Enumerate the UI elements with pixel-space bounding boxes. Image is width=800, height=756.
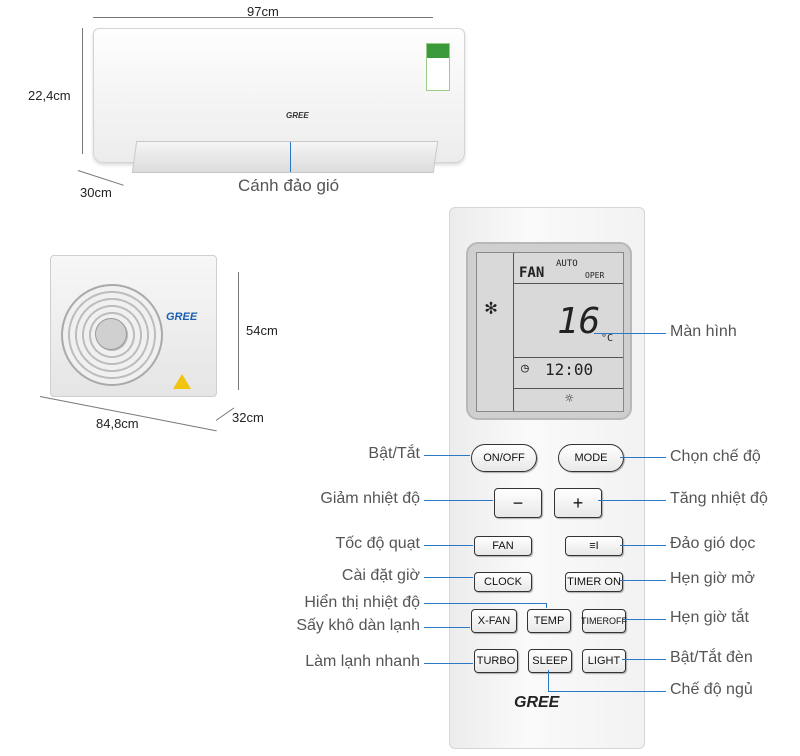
label-screen: Màn hình [670, 323, 737, 340]
label-clock: Cài đặt giờ [341, 567, 420, 584]
sleep-button[interactable]: SLEEP [528, 649, 572, 673]
onoff-button[interactable]: ON/OFF [471, 444, 537, 472]
label-onoff: Bật/Tắt [368, 445, 420, 462]
temp-up-button[interactable]: + [554, 488, 602, 518]
label-mode: Chọn chế độ [670, 448, 761, 465]
label-timer-off: Hẹn giờ tắt [670, 609, 749, 626]
lcd-time: 12:00 [545, 360, 594, 379]
label-turbo: Làm lạnh nhanh [305, 653, 420, 670]
air-flap-label: Cánh đảo gió [238, 176, 340, 195]
indoor-width-line [93, 17, 433, 18]
callout-line-light [622, 659, 666, 660]
clock-icon: ◷ [521, 361, 529, 376]
indoor-depth-label: 30cm [80, 185, 112, 200]
outdoor-height-line [238, 272, 239, 390]
outdoor-unit: GREE [50, 255, 217, 397]
callout-line-timer-off [623, 619, 666, 620]
outdoor-height-label: 54cm [246, 323, 278, 338]
callout-line-timer-on [620, 580, 666, 581]
indoor-depth-line [77, 170, 124, 186]
clock-button[interactable]: CLOCK [474, 572, 532, 592]
callout-line-temp-drop [546, 603, 547, 608]
warning-icon [173, 374, 191, 389]
outdoor-width-label: 84,8cm [96, 416, 139, 431]
label-temp-down: Giảm nhiệt độ [320, 490, 420, 507]
remote-brand-logo: GREE [514, 694, 560, 711]
callout-line-turbo [424, 663, 473, 664]
temp-down-button[interactable]: − [494, 488, 542, 518]
snowflake-icon: ✻ [485, 295, 498, 319]
fan-button[interactable]: FAN [474, 536, 532, 556]
label-temp-up: Tăng nhiệt độ [670, 490, 768, 507]
callout-line-mode [620, 457, 666, 458]
indoor-brand-logo: GREE [286, 111, 309, 120]
light-button[interactable]: LIGHT [582, 649, 626, 673]
fan-hub [95, 318, 127, 350]
callout-line-fan [424, 545, 473, 546]
indoor-unit: GREE [93, 28, 465, 173]
callout-line-sleep [548, 691, 666, 692]
callout-line-sleep-drop [548, 670, 549, 691]
timer-on-button[interactable]: TIMER ON [565, 572, 623, 592]
label-xfan: Sấy khô dàn lạnh [296, 617, 420, 634]
swing-button[interactable]: ≡I [565, 536, 623, 556]
xfan-button[interactable]: X-FAN [471, 609, 517, 633]
indoor-height-label: 22,4cm [28, 88, 71, 103]
indoor-width-label: 97cm [247, 4, 279, 19]
lcd-temperature: 16 [557, 301, 601, 342]
label-show-temp: Hiển thị nhiệt độ [304, 594, 420, 611]
air-flap [131, 141, 439, 173]
callout-line-onoff [424, 455, 470, 456]
callout-line-temp [424, 603, 546, 604]
lcd-auto: AUTO [556, 259, 578, 269]
callout-line-swing [620, 545, 666, 546]
label-fan-speed: Tốc độ quạt [335, 535, 421, 552]
remote-screen: FAN AUTO OPER ✻ 16 °C ◷ 12:00 ☼ [466, 242, 632, 420]
callout-line-temp-up [598, 500, 666, 501]
outdoor-depth-label: 32cm [232, 410, 264, 425]
turbo-button[interactable]: TURBO [474, 649, 518, 673]
flap-pointer-line [290, 142, 291, 172]
energy-label-sticker [426, 43, 450, 91]
callout-line-clock [424, 577, 473, 578]
remote-control: FAN AUTO OPER ✻ 16 °C ◷ 12:00 ☼ ON/OFF M… [449, 207, 645, 749]
mode-button[interactable]: MODE [558, 444, 624, 472]
temp-button[interactable]: TEMP [527, 609, 571, 633]
outdoor-brand-logo: GREE [166, 311, 198, 323]
callout-line-screen [594, 333, 666, 334]
callout-line-xfan [424, 627, 470, 628]
lcd-display: FAN AUTO OPER ✻ 16 °C ◷ 12:00 ☼ [476, 252, 624, 412]
callout-line-temp-down [424, 500, 493, 501]
timer-off-button[interactable]: TIMEROFF [581, 609, 627, 633]
label-swing: Đảo gió dọc [670, 535, 756, 552]
lcd-fan: FAN [519, 265, 545, 281]
indoor-height-line [82, 28, 83, 154]
label-timer-on: Hẹn giờ mở [670, 570, 756, 587]
label-light: Bật/Tắt đèn [670, 649, 753, 666]
label-sleep: Chế độ ngủ [670, 681, 753, 698]
light-icon: ☼ [565, 391, 574, 407]
lcd-oper: OPER [585, 271, 605, 280]
lcd-unit: °C [601, 333, 614, 344]
